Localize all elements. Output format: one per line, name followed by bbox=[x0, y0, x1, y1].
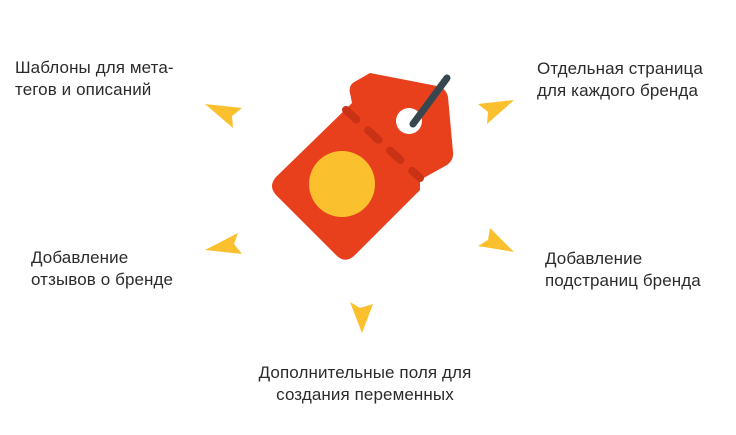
label-meta-templates: Шаблоны для мета- тегов и описаний bbox=[15, 57, 174, 101]
arrowhead-icon bbox=[478, 228, 514, 252]
label-line: Дополнительные поля для bbox=[258, 363, 472, 382]
label-brand-page: Отдельная страница для каждого бренда bbox=[537, 58, 703, 102]
tag-hole bbox=[396, 108, 422, 134]
label-line: Добавление bbox=[545, 249, 643, 268]
arrowhead-icon bbox=[350, 302, 373, 333]
arrowhead-icon bbox=[478, 100, 514, 124]
label-line: для каждого бренда bbox=[537, 81, 698, 100]
label-line: Шаблоны для мета- bbox=[15, 58, 174, 77]
tag-yellow-circle bbox=[309, 151, 375, 217]
label-line: создания переменных bbox=[276, 385, 454, 404]
tag-perforation bbox=[342, 106, 424, 182]
label-brand-reviews: Добавление отзывов о бренде bbox=[31, 247, 173, 291]
label-line: подстраниц бренда bbox=[545, 271, 701, 290]
price-tag-icon bbox=[272, 73, 454, 260]
tag-string bbox=[409, 74, 451, 128]
arrowhead-icon bbox=[205, 104, 242, 128]
label-line: отзывов о бренде bbox=[31, 270, 174, 289]
label-line: Отдельная страница bbox=[537, 59, 703, 78]
label-extra-fields: Дополнительные поля для создания перемен… bbox=[220, 362, 510, 406]
label-line: тегов и описаний bbox=[15, 80, 152, 99]
label-brand-subpages: Добавление подстраниц бренда bbox=[545, 248, 701, 292]
arrowhead-icon bbox=[205, 233, 242, 254]
label-line: Добавление bbox=[31, 248, 129, 267]
